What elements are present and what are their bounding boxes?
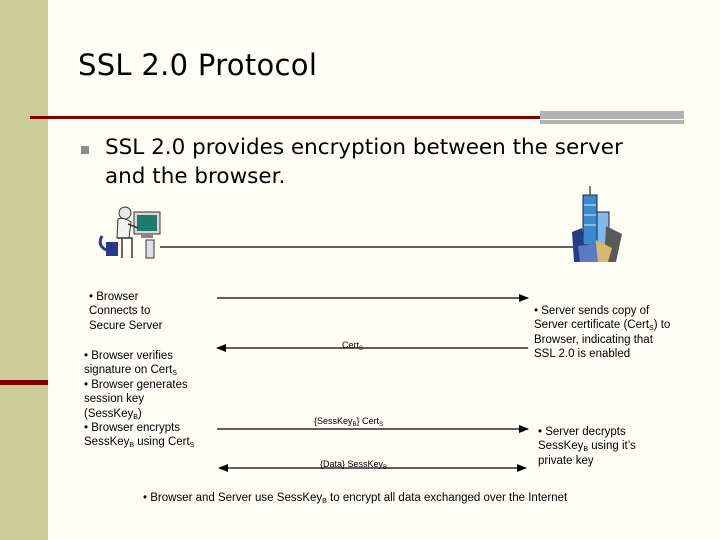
server-sends-line: • Server sends copy of (534, 305, 650, 317)
browser-actions-line: (SessKeyB) (84, 407, 142, 421)
server-building-icon (572, 186, 622, 262)
server-decrypts-line: • Server decrypts (538, 426, 626, 438)
bullet-marker (81, 146, 89, 154)
browser-actions-line: • Browser verifies (84, 350, 174, 362)
browser-actions-line: signature on CertS (84, 364, 177, 378)
server-sends-note: • Server sends copy of Server certificat… (534, 304, 670, 362)
server-sends-line: Server certificate (CertS) to (534, 319, 671, 333)
message-cert-label: CertS (342, 340, 364, 352)
left-band-accent (0, 380, 48, 385)
message-data-label: {Data} SessKeyB (320, 459, 388, 471)
person-at-computer-icon (98, 206, 161, 259)
browser-connects-note: • Browser Connects to Secure Server (89, 290, 163, 333)
browser-actions-line: • Browser generates (84, 378, 188, 391)
message-sesskey-label: {SessKeyB} CertS (314, 416, 384, 428)
server-sends-line: SSL 2.0 is enabled (534, 348, 631, 361)
browser-connects-line: • Browser (89, 291, 139, 303)
main-bullet-text: SSL 2.0 provides encryption between the … (105, 135, 623, 189)
browser-actions-line: SessKeyB using CertS (84, 436, 195, 450)
title-underline-gray (540, 111, 684, 119)
slide-title: SSL 2.0 Protocol (78, 48, 318, 82)
title-underline-gray-lower (540, 120, 684, 124)
browser-connects-line: Secure Server (89, 319, 163, 332)
footer-note: • Browser and Server use SessKeyB to enc… (143, 492, 568, 505)
browser-connects-line: Connects to (89, 305, 151, 318)
browser-actions-note: • Browser verifies signature on CertS • … (84, 349, 194, 450)
server-decrypts-note: • Server decrypts SessKeyB using it’s pr… (538, 425, 636, 468)
server-decrypts-line: SessKeyB using it’s (538, 440, 636, 454)
browser-actions-line: • Browser encrypts (84, 422, 181, 435)
browser-actions-line: session key (84, 393, 145, 406)
left-decorative-band (0, 0, 48, 540)
server-decrypts-line: private key (538, 454, 594, 467)
server-sends-line: Browser, indicating that (534, 333, 653, 346)
title-underline (30, 116, 540, 119)
